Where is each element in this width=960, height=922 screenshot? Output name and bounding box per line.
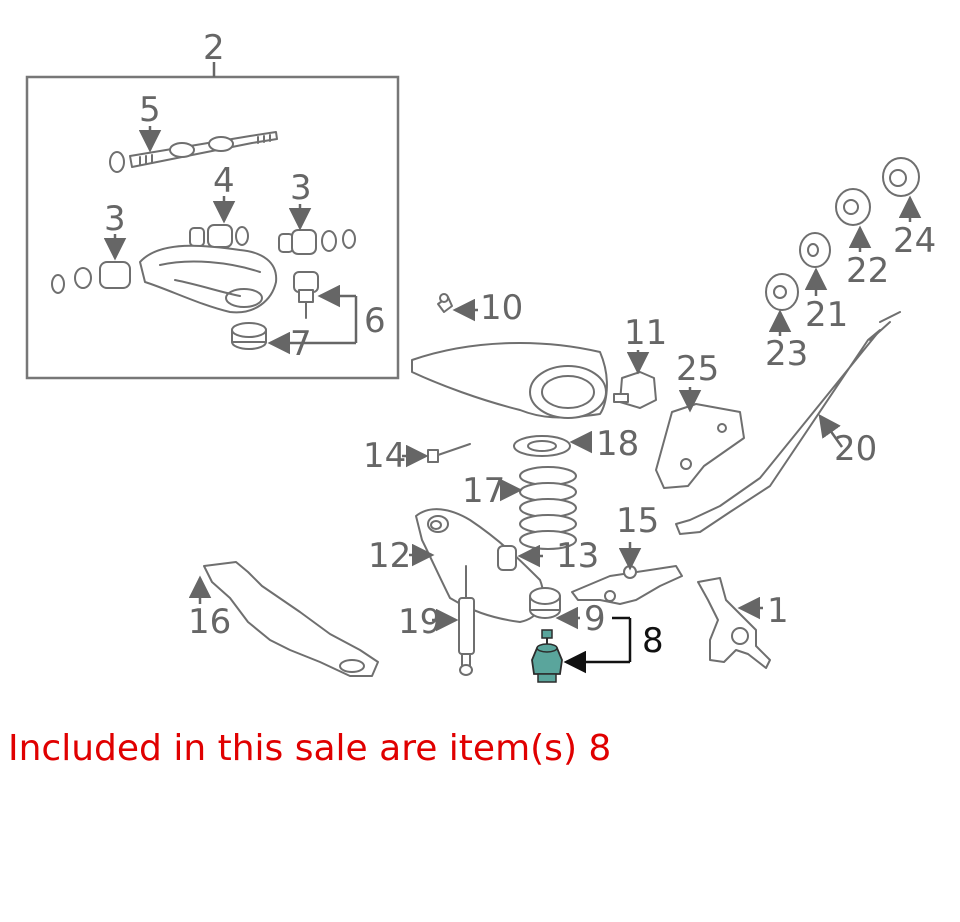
callout-9: 9 <box>584 599 606 639</box>
callout-8-highlighted: 8 <box>642 621 664 661</box>
part-13-bushing <box>497 545 517 571</box>
callout-19: 19 <box>398 602 441 642</box>
part-3-bushings-right <box>278 229 356 255</box>
part-25-bracket <box>655 403 745 489</box>
callout-13: 13 <box>556 536 599 576</box>
callout-21: 21 <box>805 295 848 335</box>
callout-14: 14 <box>363 436 406 476</box>
main-leaders <box>188 195 922 674</box>
part-6-ball-joint <box>293 271 319 319</box>
part-5-shaft <box>109 131 278 173</box>
part-21-24-bushings <box>765 157 920 311</box>
part-18-seat <box>513 435 571 457</box>
callout-18: 18 <box>596 424 639 464</box>
callout-4: 4 <box>213 161 235 201</box>
part-11-bracket <box>613 371 657 409</box>
part-10-bump-stop <box>437 293 453 313</box>
callout-3-left: 3 <box>104 199 126 239</box>
callout-3-right: 3 <box>290 168 312 208</box>
callout-25: 25 <box>676 349 719 389</box>
part-20-bar <box>675 311 901 535</box>
callout-12: 12 <box>368 536 411 576</box>
part-16-crossmember <box>203 561 379 677</box>
sale-note: Included in this sale are item(s) 8 <box>8 728 612 769</box>
part-17-spring <box>519 466 577 550</box>
inset-leaders <box>103 126 358 355</box>
upper-control-arm <box>139 244 278 314</box>
callout-22: 22 <box>846 251 889 291</box>
part-1-knuckle <box>697 577 771 669</box>
callout-7: 7 <box>290 324 312 364</box>
callout-6: 6 <box>364 301 386 341</box>
callout-10: 10 <box>480 288 523 328</box>
inset-box-upper-arm <box>25 62 400 380</box>
callout-2: 2 <box>203 28 225 68</box>
part-19-shock <box>458 565 475 676</box>
callout-17: 17 <box>462 471 505 511</box>
callout-23: 23 <box>765 334 808 374</box>
frame-rail <box>411 341 608 419</box>
callout-5: 5 <box>139 90 161 130</box>
callout-24: 24 <box>893 221 936 261</box>
callout-labels: 2 5 4 3 3 6 7 10 11 25 24 22 21 23 20 18… <box>104 28 936 661</box>
callout-11: 11 <box>624 313 667 353</box>
callout-20: 20 <box>834 429 877 469</box>
callout-15: 15 <box>616 501 659 541</box>
part-7-boot <box>231 322 267 350</box>
part-9-boot <box>529 587 561 619</box>
part-8-ball-joint-highlighted <box>531 629 563 683</box>
part-14-bolt <box>427 443 471 463</box>
callout-1: 1 <box>767 591 789 631</box>
part-4-bushings <box>189 224 249 248</box>
part-3-bushings-left <box>51 261 131 294</box>
callout-16: 16 <box>188 602 231 642</box>
